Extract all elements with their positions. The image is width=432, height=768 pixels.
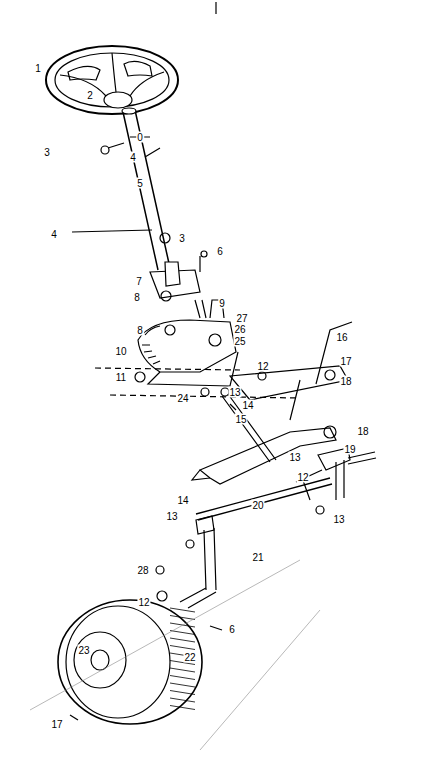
callout-number: 12 [137, 597, 150, 608]
callout-number: 18 [356, 426, 369, 437]
callout-number: 16 [335, 332, 348, 343]
callout-number: 25 [233, 336, 246, 347]
callout-number: 14 [241, 400, 254, 411]
callout-number: 13 [332, 514, 345, 525]
callout-number: 6 [228, 624, 236, 635]
callout-number: 3 [178, 233, 186, 244]
callout-number: 27 [235, 313, 248, 324]
callout-number: 17 [50, 719, 63, 730]
callout-number: 4 [50, 229, 58, 240]
callout-number: 14 [176, 495, 189, 506]
callout-number: 15 [234, 414, 247, 425]
callout-number: 0 [136, 132, 144, 143]
callout-number: 21 [251, 552, 264, 563]
callout-number: 20 [251, 500, 264, 511]
callout-number: 22 [183, 652, 196, 663]
callout-number: 7 [135, 276, 143, 287]
callout-number: 24 [176, 393, 189, 404]
callout-number: 4 [129, 152, 137, 163]
callout-number: 5 [136, 178, 144, 189]
callout-number: 10 [114, 346, 127, 357]
callout-number: 1 [34, 63, 42, 74]
callout-number: 18 [339, 376, 352, 387]
callout-number: 13 [228, 387, 241, 398]
callout-number: 26 [233, 324, 246, 335]
callout-number: 12 [296, 472, 309, 483]
callout-number: 13 [165, 511, 178, 522]
callout-number: 13 [288, 452, 301, 463]
callout-number: 9 [218, 298, 226, 309]
callout-number: 6 [216, 246, 224, 257]
callout-number: 23 [77, 645, 90, 656]
callout-number: 28 [136, 565, 149, 576]
callout-number: 3 [43, 147, 51, 158]
callout-number: 17 [339, 356, 352, 367]
callout-number: 8 [133, 292, 141, 303]
callout-number: 12 [256, 361, 269, 372]
callout-number: 11 [115, 372, 127, 383]
callout-number: 8 [136, 325, 144, 336]
callout-number: 2 [86, 90, 94, 101]
callout-number: 19 [343, 444, 356, 455]
